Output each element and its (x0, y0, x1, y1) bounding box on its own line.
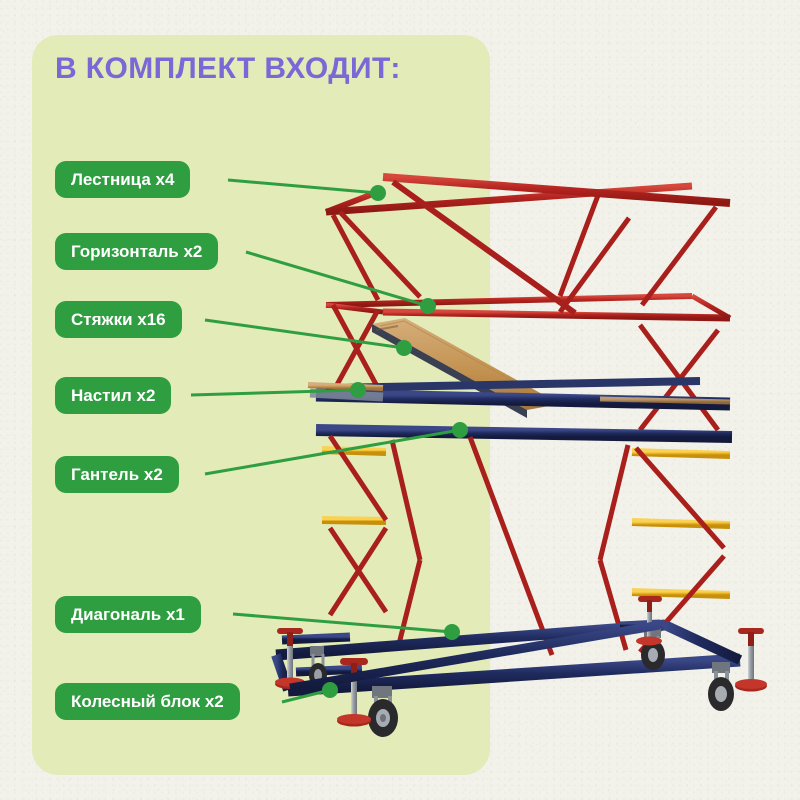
callout-badge-dumbbell[interactable]: Гантель x2 (55, 456, 179, 493)
callout-badge-diagonal[interactable]: Диагональ x1 (55, 596, 201, 633)
callout-badge-caster[interactable]: Колесный блок x2 (55, 683, 240, 720)
callout-label-horizontal: Горизонталь x2 (71, 241, 203, 261)
callout-label-diagonal: Диагональ x1 (71, 604, 185, 624)
callout-badge-braces[interactable]: Стяжки x16 (55, 301, 182, 338)
callout-label-braces: Стяжки x16 (71, 309, 166, 329)
caster-wheels (309, 628, 734, 737)
callout-label-dumbbell: Гантель x2 (71, 464, 163, 484)
callout-label-deck: Настил x2 (71, 385, 156, 405)
callout-badge-horizontal[interactable]: Горизонталь x2 (55, 233, 219, 270)
callout-badge-deck[interactable]: Настил x2 (55, 377, 172, 414)
callout-label-ladder: Лестница x4 (71, 169, 175, 189)
callout-badge-ladder[interactable]: Лестница x4 (55, 161, 191, 198)
diagonal-base-brace (289, 620, 661, 693)
page-title: В КОМПЛЕКТ ВХОДИТ: (55, 52, 401, 85)
callout-label-caster: Колесный блок x2 (71, 691, 224, 711)
